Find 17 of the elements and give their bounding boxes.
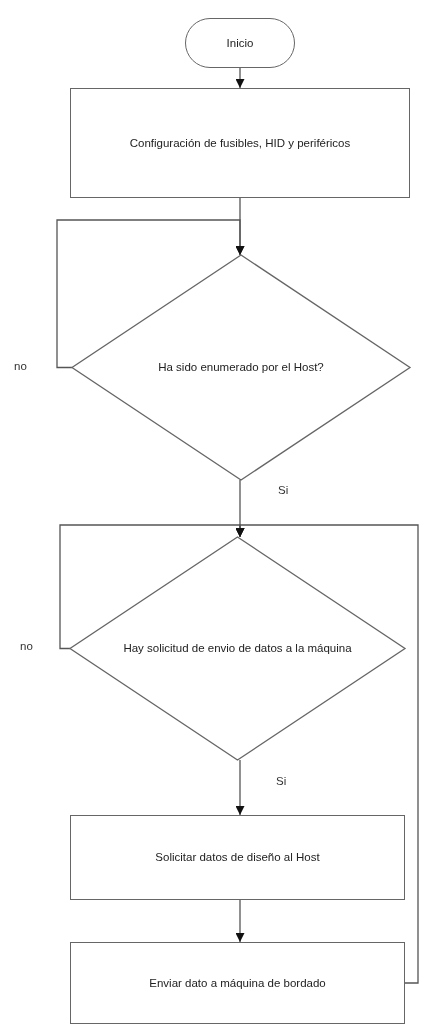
node-text: Hay solicitud de envio de datos a la máquina — [123, 641, 352, 657]
process-box — [70, 815, 405, 900]
start-terminal — [185, 18, 295, 68]
node-text: Configuración de fusibles, HID y periféricos — [129, 135, 351, 151]
arrow — [235, 759, 245, 816]
node-text: Enviar dato a máquina de bordado — [149, 975, 326, 991]
arrow — [56, 219, 245, 369]
arrow — [235, 899, 245, 943]
arrow — [235, 524, 419, 984]
process-box — [70, 88, 410, 198]
node-text: Ha sido enumerado por el Host? — [158, 360, 324, 376]
arrow — [235, 67, 245, 89]
edge-label: Si — [276, 484, 291, 496]
edge-label: Si — [274, 775, 289, 787]
node-text: Solicitar datos de diseño al Host — [155, 850, 320, 866]
process-box — [70, 942, 405, 1024]
node-text: Inicio — [226, 35, 254, 51]
